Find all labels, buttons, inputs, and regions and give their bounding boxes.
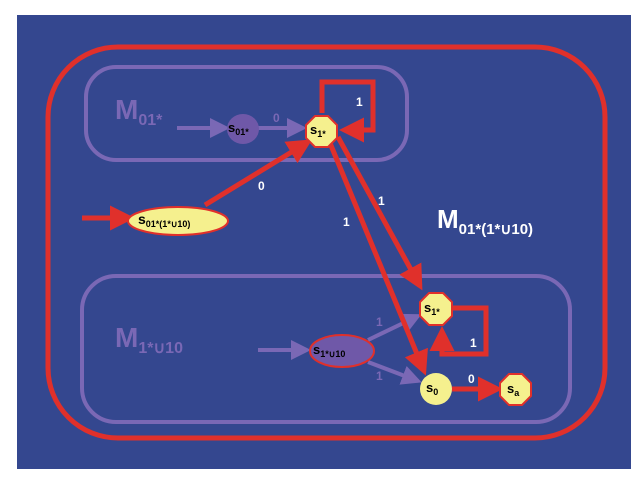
edge-label-s1u10-to-s1star: 1	[376, 315, 383, 329]
edge-label-s1star-loop-top: 1	[356, 95, 363, 109]
top-machine-label: M01*	[115, 94, 163, 129]
outer-machine-label: M01*(1*∪10)	[437, 204, 533, 238]
svg-text:s01*(1*∪10): s01*(1*∪10)	[138, 211, 190, 229]
state-start: s01*(1*∪10)	[127, 206, 229, 236]
edge-s1star-self-loop-top	[319, 79, 376, 143]
edge-label-s1star-to-s0: 1	[343, 215, 350, 229]
edge-s1star-to-s1star-bottom	[335, 135, 423, 291]
bottom-machine-label: M1*∪10	[115, 322, 183, 357]
edge-label-s01star-to-s1star: 0	[273, 111, 280, 125]
edge-s1u10-to-s1star	[367, 313, 422, 342]
edge-start-to-s1star	[203, 139, 313, 208]
state-s1star-bottom: s1*	[419, 292, 453, 326]
state-s01star: s01*	[227, 114, 259, 144]
svg-text:s1*: s1*	[424, 300, 440, 317]
edge-label-s1star-to-s1star-bottom: 1	[378, 194, 385, 208]
edge-label-s0-to-sa: 0	[468, 372, 475, 386]
state-s1u10: s1*∪10	[309, 334, 375, 368]
svg-text:s01*: s01*	[228, 120, 249, 137]
edge-label-s1u10-to-s0: 1	[376, 369, 383, 383]
edge-label-start-to-s1star: 0	[258, 179, 265, 193]
svg-text:s0: s0	[426, 380, 438, 397]
state-s0: s0	[420, 373, 452, 405]
svg-text:s1*: s1*	[310, 122, 326, 139]
state-s1star-top: s1*	[305, 115, 338, 148]
outer-machine-box	[45, 44, 608, 441]
edge-s1u10-to-s0	[367, 360, 422, 385]
edge-label-s1star-loop-bottom: 1	[470, 336, 477, 350]
edge-s1star-self-loop-bottom	[429, 305, 489, 357]
svg-text:sa: sa	[507, 381, 520, 398]
top-machine-box	[84, 65, 409, 162]
svg-text:s1*∪10: s1*∪10	[313, 342, 345, 359]
bottom-machine-box	[80, 274, 572, 424]
state-sa: sa	[499, 373, 532, 406]
edge-s1star-to-s0	[327, 142, 428, 376]
